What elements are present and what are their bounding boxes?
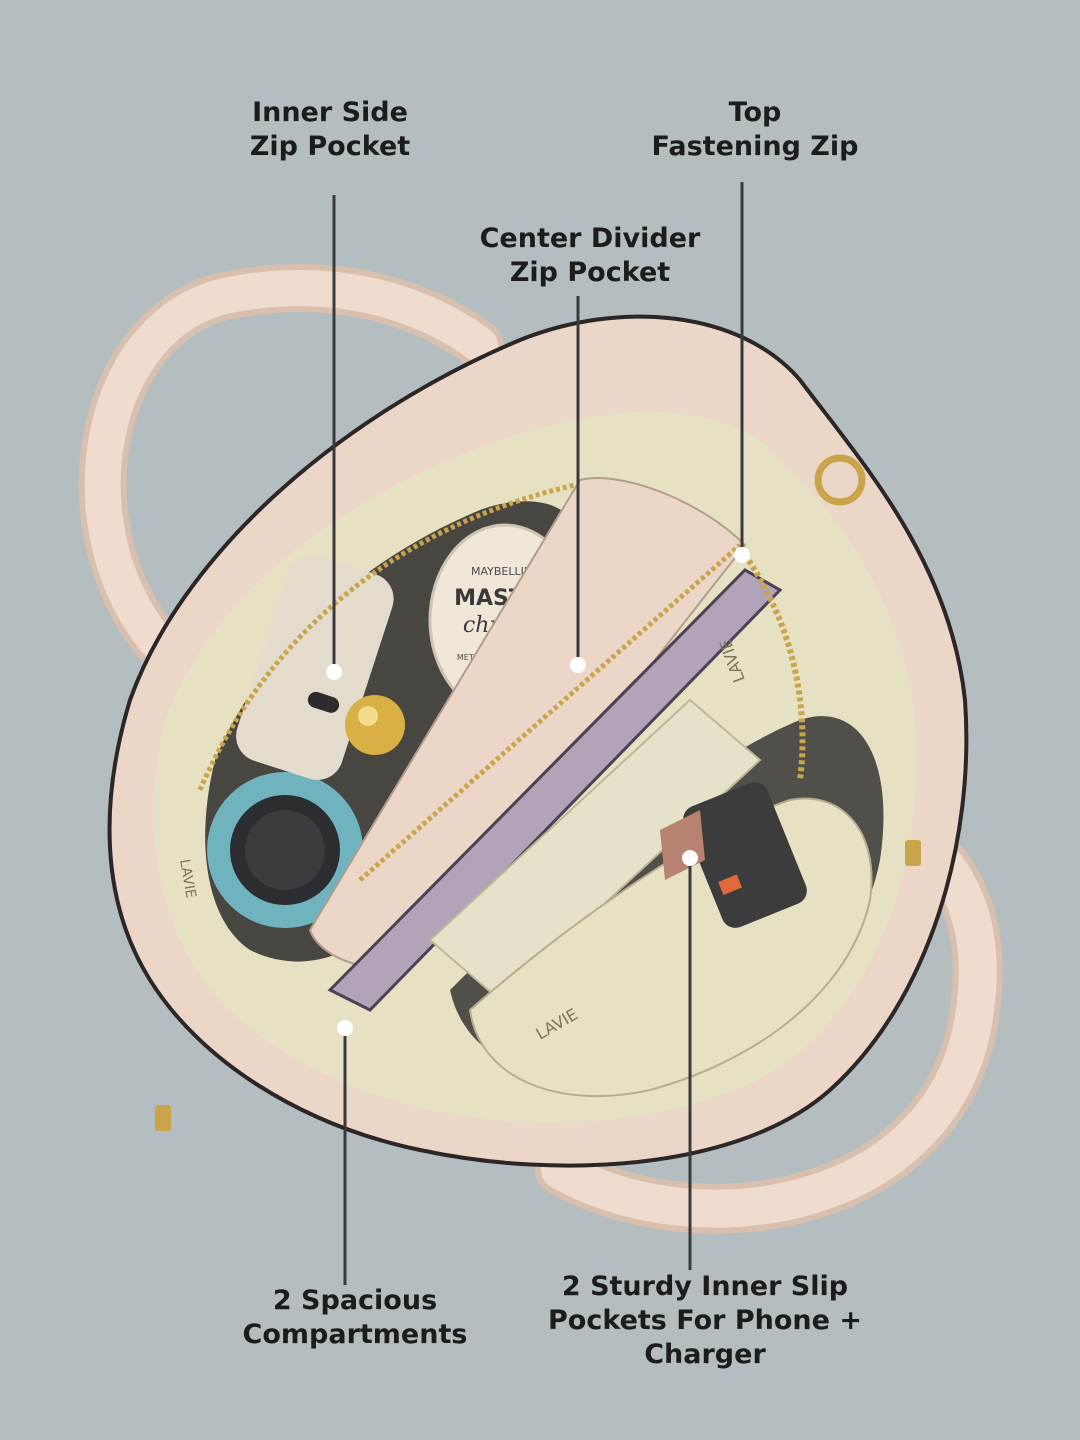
dot-slip-pockets <box>682 850 698 866</box>
callout-line: Center Divider <box>479 223 701 254</box>
leader-lines <box>332 182 744 1285</box>
dot-center-divider <box>570 657 586 673</box>
center-divider-pocket <box>308 477 747 969</box>
callout-line: 2 Spacious <box>272 1285 438 1316</box>
callout-line: Zip Pocket <box>509 257 671 288</box>
callout-line: Charger <box>644 1339 766 1370</box>
callout-line: Inner Side <box>252 97 408 128</box>
top-zip <box>742 553 806 781</box>
callout-line: Compartments <box>242 1319 468 1350</box>
left-zip <box>197 482 576 791</box>
callout-inner-side-zip-pocket: Inner Side Zip Pocket <box>195 96 465 164</box>
dot-inner-side <box>326 664 342 680</box>
purple-pouch <box>327 568 783 1012</box>
strap-ring <box>814 454 866 506</box>
callout-center-divider-zip-pocket: Center Divider Zip Pocket <box>455 222 725 290</box>
lining-brand-text: LAVIE <box>176 858 199 900</box>
callout-line: Top <box>728 97 782 128</box>
callout-spacious-compartments: 2 Spacious Compartments <box>200 1284 510 1352</box>
dot-top-zip <box>734 547 750 563</box>
callout-line: Pockets For Phone + <box>548 1305 862 1336</box>
bag-foot <box>155 1105 171 1131</box>
perfume-cap <box>345 695 405 755</box>
callout-line: Fastening Zip <box>651 131 859 162</box>
dot-compartments <box>337 1020 353 1036</box>
callout-top-fastening-zip: Top Fastening Zip <box>610 96 900 164</box>
power-bank <box>683 782 807 928</box>
callout-line: Zip Pocket <box>249 131 411 162</box>
callout-line: 2 Sturdy Inner Slip <box>561 1271 849 1302</box>
callout-inner-slip-pockets: 2 Sturdy Inner Slip Pockets For Phone + … <box>530 1270 880 1372</box>
center-zip <box>358 543 742 882</box>
leader-dots <box>326 547 750 1036</box>
notebook <box>428 698 762 1002</box>
